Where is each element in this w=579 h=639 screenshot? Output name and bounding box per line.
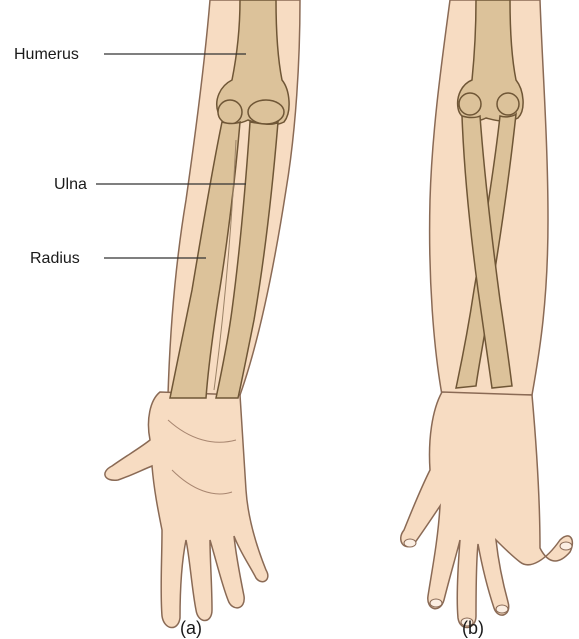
fingernail	[496, 605, 508, 613]
arm-b	[401, 0, 573, 628]
arm-a-hand	[105, 392, 268, 628]
fingernail	[430, 599, 442, 607]
arm-a	[105, 0, 300, 628]
arm-b-hand	[401, 392, 573, 628]
caption-a: (a)	[180, 618, 202, 638]
humerus-label: Humerus	[14, 46, 79, 63]
ulna-label: Ulna	[54, 176, 87, 193]
condyle	[459, 93, 481, 115]
fingernail	[560, 542, 572, 550]
radius-head	[218, 100, 242, 124]
fingernail	[404, 539, 416, 547]
radius-label: Radius	[30, 250, 80, 267]
condyle	[497, 93, 519, 115]
caption-b: (b)	[462, 618, 484, 638]
